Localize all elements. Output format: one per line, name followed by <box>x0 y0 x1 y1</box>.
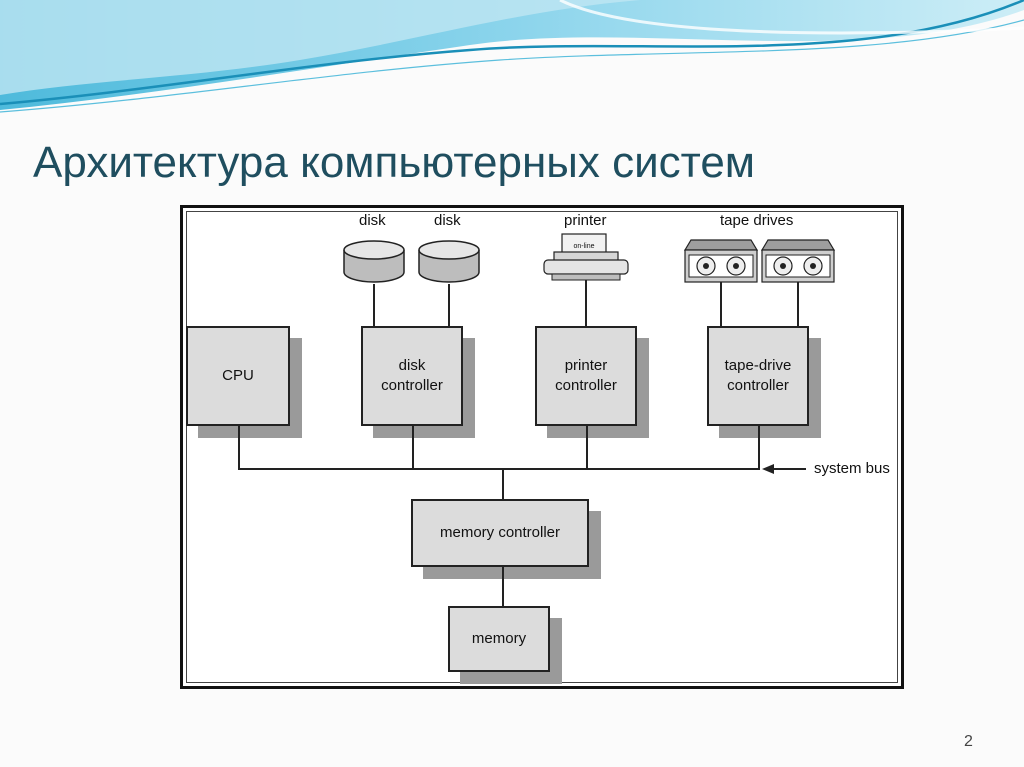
tape-1-connector <box>720 282 722 326</box>
printer-controller-bus-drop <box>586 426 588 470</box>
printer-controller-box: printer controller <box>535 326 637 426</box>
tape-controller-bus-drop <box>758 426 760 470</box>
diagram-inner-border <box>186 211 898 683</box>
printer-connector <box>585 280 587 326</box>
tape-drive-icon <box>760 239 836 283</box>
system-bus-label: system bus <box>814 460 890 477</box>
tape-drive-icon <box>683 239 759 283</box>
system-bus-arrow-shaft <box>772 468 806 470</box>
page-number: 2 <box>964 733 973 750</box>
printer-label: printer <box>564 212 607 229</box>
disk-2-connector <box>448 284 450 326</box>
tape-2-connector <box>797 282 799 326</box>
printer-icon: on-line <box>543 233 629 281</box>
wave-header-decoration <box>0 0 1024 113</box>
memory-box: memory <box>448 606 550 672</box>
cpu-box: CPU <box>186 326 290 426</box>
disk-drive-icon <box>418 240 480 283</box>
disk-controller-box: disk controller <box>361 326 463 426</box>
disk-label-1: disk <box>359 212 386 229</box>
disk-drive-icon <box>343 240 405 283</box>
memory-controller-box: memory controller <box>411 499 589 567</box>
system-bus-line <box>238 468 760 470</box>
bus-memory-controller-connector <box>502 470 504 500</box>
disk-controller-bus-drop <box>412 426 414 470</box>
slide-title: Архитектура компьютерных систем <box>33 138 756 187</box>
printer-panel-label: on-line <box>573 243 594 250</box>
tape-drive-controller-box: tape-drive controller <box>707 326 809 426</box>
disk-1-connector <box>373 284 375 326</box>
disk-label-2: disk <box>434 212 461 229</box>
tape-drives-label: tape drives <box>720 212 794 229</box>
cpu-bus-drop <box>238 426 240 470</box>
arrow-left-icon <box>762 464 774 474</box>
memory-controller-memory-connector <box>502 567 504 607</box>
